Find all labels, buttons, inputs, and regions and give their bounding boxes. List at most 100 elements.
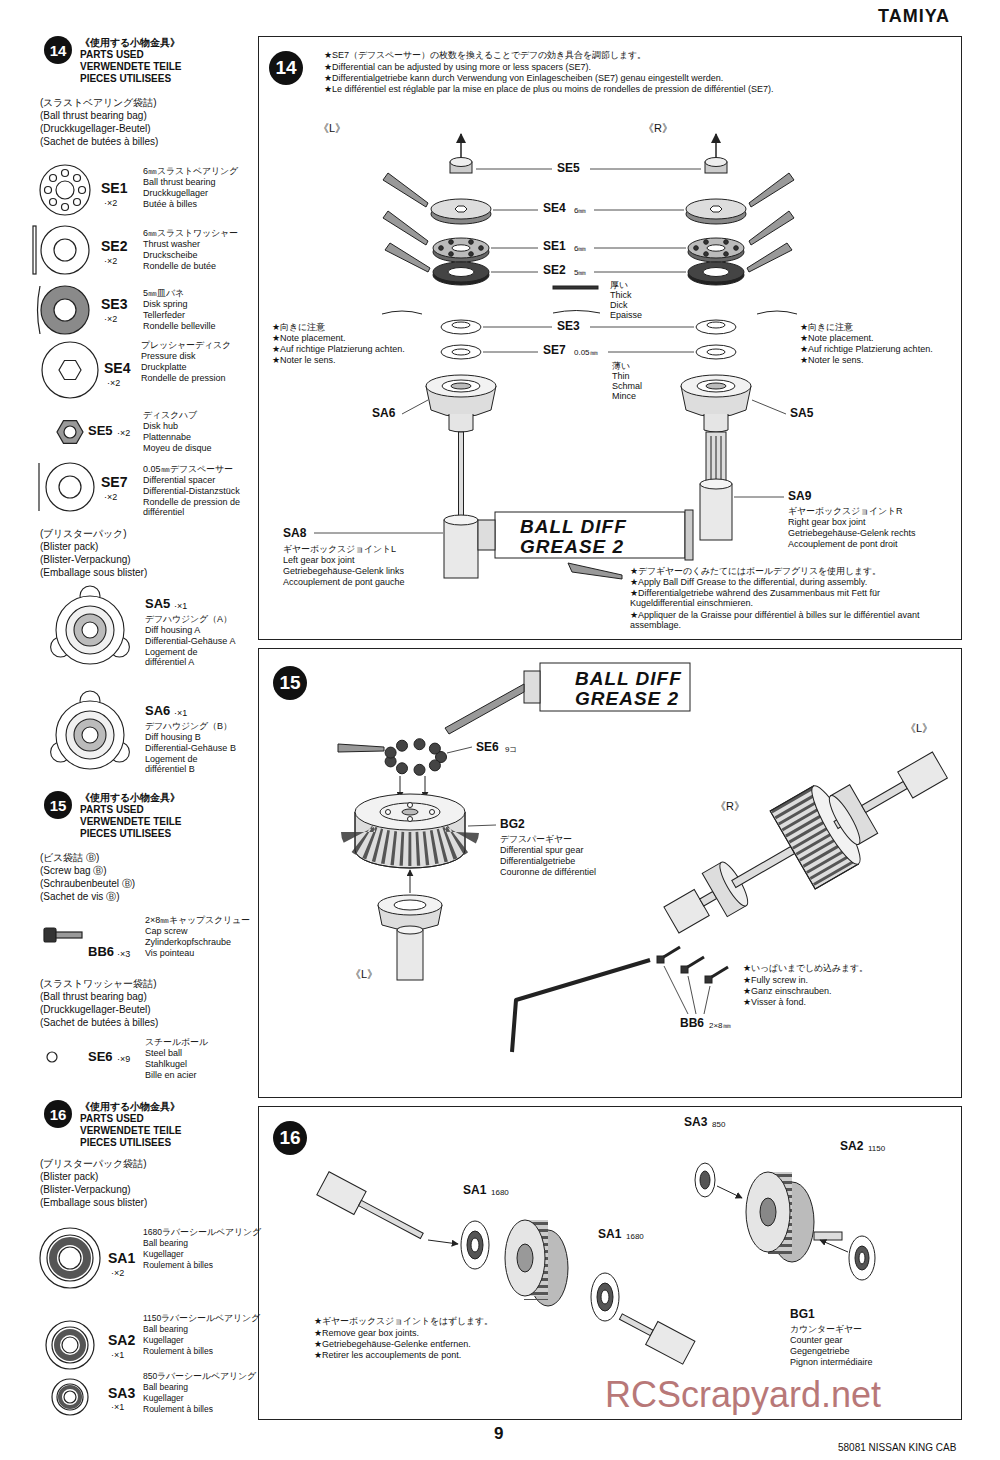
step-number: 14 — [44, 36, 72, 64]
panel-note: ★Getriebegehäuse-Gelenke entfernen. — [314, 1339, 471, 1349]
note-text: スチールボール — [145, 1037, 208, 1047]
note-text: 1680ラバーシールベアリング — [143, 1228, 261, 1238]
note-text: (Screw bag Ⓑ) — [40, 865, 107, 877]
note-text: ·×1 — [111, 1402, 124, 1412]
note-text: ディスクハブ — [143, 410, 197, 420]
note-text: Rondelle de butée — [143, 261, 216, 271]
note-text: Roulement à billes — [143, 1347, 213, 1357]
note-text: 850ラバーシールベアリング — [143, 1372, 256, 1382]
part-callout: PARTS USED — [80, 804, 144, 816]
part-callout: 《使用する小物金具》 — [80, 1101, 180, 1113]
note-text: Accouplement de pont droit — [788, 539, 898, 549]
step-number: 16 — [44, 1100, 72, 1128]
note-text: ·×2 — [107, 378, 120, 388]
part-callout: SA3 — [108, 1385, 135, 1401]
part-callout: SE1 — [543, 240, 566, 254]
note-text: (Emballage sous blister) — [40, 567, 147, 579]
note-text: Pressure disk — [141, 351, 196, 361]
panel-note: ★ギヤーボックスジョイントをはずします。 — [314, 1316, 493, 1326]
part-callout: SE7 — [543, 344, 566, 358]
panel-note: ★Visser à fond. — [743, 997, 806, 1007]
note-text: Kugellager — [143, 1250, 184, 1260]
note-text: 1150ラバーシールベアリング — [143, 1314, 260, 1324]
note-text: ★Appliquer de la Graisse pour différenti… — [630, 610, 955, 631]
note-text: 850 — [712, 1120, 725, 1129]
part-callout: VERWENDETE TEILE — [80, 816, 182, 828]
note-text: ギヤーボックスジョイントR — [788, 506, 903, 516]
note-text: Druckkugellager — [143, 188, 208, 198]
part-callout: PARTS USED — [80, 49, 144, 61]
part-callout: 《使用する小物金具》 — [80, 37, 180, 49]
note-text: Cap screw — [145, 926, 188, 936]
note-text: Couronne de différentiel — [500, 867, 596, 877]
note-text: ★向きに注意 — [272, 322, 325, 332]
note-text: Druckplatte — [141, 362, 187, 372]
note-text: Druckscheibe — [143, 250, 198, 260]
note-text: (Blister pack) — [40, 541, 98, 553]
part-callout: SA6 — [372, 407, 395, 421]
note-text: (Ball thrust bearing bag) — [40, 991, 147, 1003]
note-text: ·×2 — [104, 198, 117, 208]
note-text: デフハウジング（B） — [145, 721, 232, 731]
note-text: (Druckkugellager-Beutel) — [40, 1004, 151, 1016]
note-text: ·×2 — [117, 428, 130, 438]
note-text: Plattennabe — [143, 432, 191, 442]
note-text: 5㎜皿バネ — [143, 288, 184, 298]
note-text: ★Auf richtige Platzierung achten. — [272, 344, 405, 354]
note-text: 6㎜ — [574, 244, 586, 253]
note-text: ★Noter le sens. — [272, 355, 336, 365]
note-text: Steel ball — [145, 1048, 182, 1058]
note-text: Thrust washer — [143, 239, 200, 249]
step-number-text: 14 — [275, 57, 296, 79]
note-text: Zylinderkopfschraube — [145, 937, 231, 947]
note-text: 《L》 — [318, 122, 346, 135]
note-text: ★デフギヤーのくみたてにはボールデフグリスを使用します。 — [630, 566, 881, 576]
part-callout: SE7 — [101, 474, 127, 490]
note-text: (スラストワッシャー袋詰) — [40, 978, 157, 990]
grease-tube-text: BALL DIFF — [575, 668, 682, 690]
note-text: ·×1 — [174, 708, 187, 718]
note-text: (Blister-Verpackung) — [40, 1184, 131, 1196]
grease-tube-text: BALL DIFF — [520, 516, 627, 538]
note-text: Counter gear — [790, 1335, 843, 1345]
note-text: 厚い — [610, 280, 628, 290]
part-callout: SE5 — [557, 162, 580, 176]
note-text: Differentialgetriebe — [500, 856, 575, 866]
part-callout: SE4 — [104, 360, 130, 376]
panel-note: ★Differential can be adjusted by using m… — [324, 62, 591, 72]
part-callout: SE3 — [557, 320, 580, 334]
note-text: Logement de différentiel A — [145, 647, 215, 668]
note-text: Thin — [612, 371, 630, 381]
note-text: Differential-Gehäuse B — [145, 743, 236, 753]
panel-note: ★Retirer les accouplements de pont. — [314, 1350, 461, 1360]
part-callout: BG1 — [790, 1308, 815, 1322]
step-number-text: 16 — [50, 1107, 67, 1122]
note-text: Getriebegehäuse-Gelenk rechts — [788, 528, 916, 538]
note-text: ギヤーボックスジョイントL — [283, 544, 396, 554]
part-callout: BG2 — [500, 818, 525, 832]
note-text: Moyeu de disque — [143, 443, 212, 453]
note-text: Diff housing A — [145, 625, 200, 635]
part-callout: SE5 — [88, 424, 113, 439]
note-text: 6㎜ — [574, 206, 586, 215]
note-text: (スラストベアリング袋詰) — [40, 97, 157, 109]
panel-note: ★いっぱいまでしめ込みます。 — [743, 963, 868, 973]
part-callout: VERWENDETE TEILE — [80, 61, 182, 73]
part-callout: 《使用する小物金具》 — [80, 792, 180, 804]
note-text: カウンターギヤー — [790, 1324, 862, 1334]
part-callout: SA1 — [463, 1184, 486, 1198]
note-text: Epaisse — [610, 310, 642, 320]
part-callout: PIECES UTILISEES — [80, 73, 171, 85]
part-callout: PIECES UTILISEES — [80, 828, 171, 840]
note-text: 9コ — [505, 745, 517, 754]
note-text: Kugellager — [143, 1394, 184, 1404]
note-text: Differential spacer — [143, 475, 215, 485]
note-text: (ビス袋詰 Ⓑ) — [40, 852, 99, 864]
step-number: 14 — [269, 51, 303, 85]
note-text: (Ball thrust bearing bag) — [40, 110, 147, 122]
note-text: デフハウジング（A） — [145, 614, 232, 624]
panel-note: ★Le différentiel est réglable par la mis… — [324, 84, 774, 94]
note-text: (ブリスターパック) — [40, 528, 127, 540]
note-text: 《L》 — [905, 722, 933, 735]
part-callout: SA8 — [283, 527, 306, 541]
